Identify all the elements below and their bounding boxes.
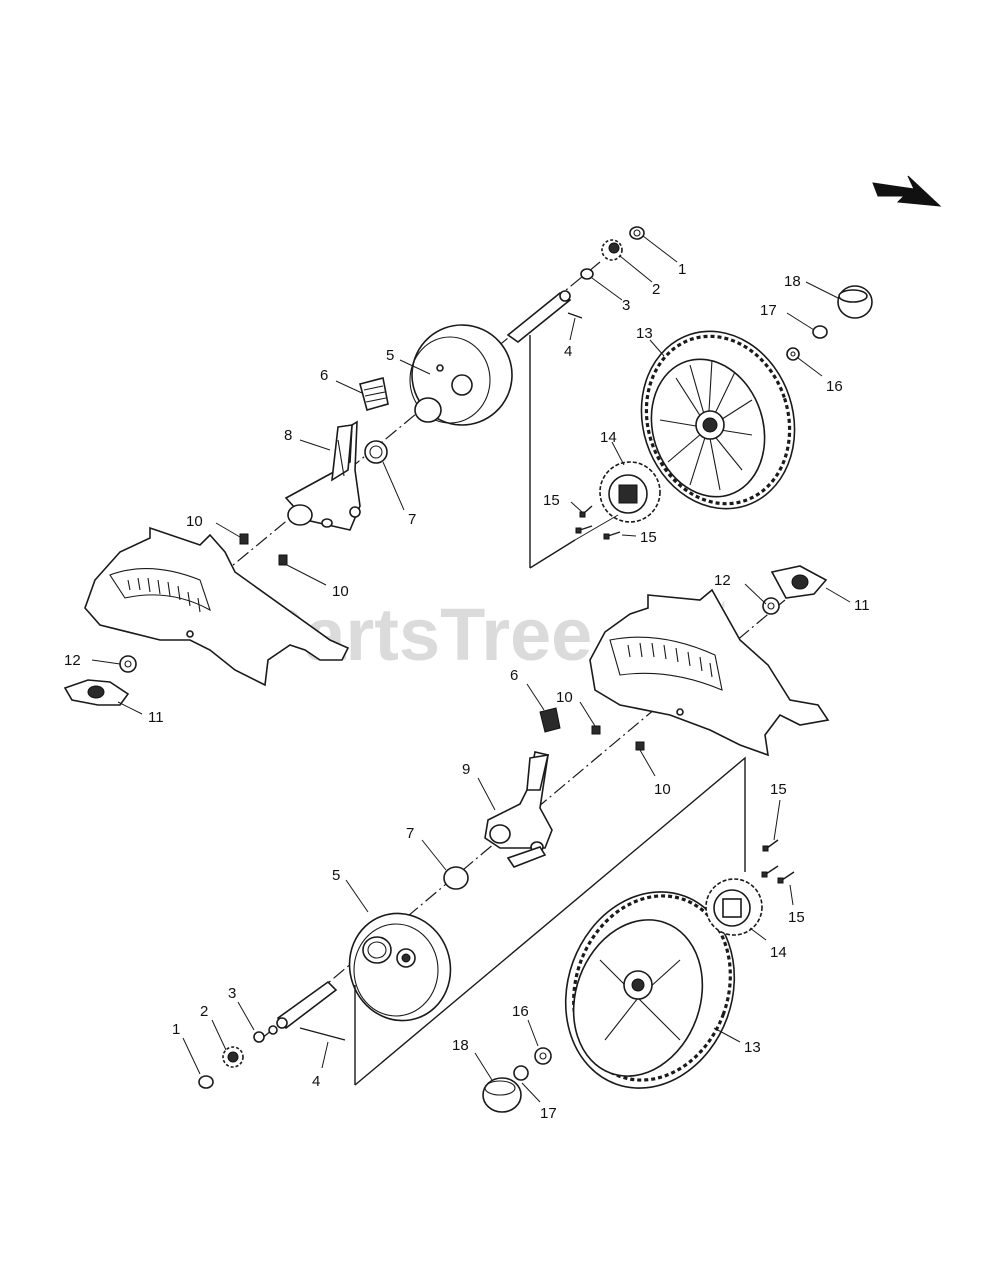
bushing-7-upper xyxy=(364,440,388,464)
callout-2: 2 xyxy=(652,281,660,298)
callout-4: 4 xyxy=(564,343,572,360)
height-lever-8-upper xyxy=(284,420,361,531)
bracket-11-upper xyxy=(63,679,130,706)
retaining-ring-1-lower xyxy=(198,1075,214,1089)
callout-4: 4 xyxy=(312,1073,320,1090)
side-plate-lower xyxy=(589,588,830,757)
callout-9: 9 xyxy=(462,761,470,778)
assembly-line-upper xyxy=(529,335,576,569)
drive-gear-14-lower xyxy=(705,878,763,936)
callout-1: 1 xyxy=(678,261,686,278)
callout-15: 15 xyxy=(788,909,805,926)
arrow-icon xyxy=(872,175,942,207)
callout-1: 1 xyxy=(172,1021,180,1038)
callout-7: 7 xyxy=(406,825,414,842)
drive-gear-14-upper xyxy=(599,461,661,523)
assembly-line-lower xyxy=(354,756,746,1086)
nut-17-lower xyxy=(513,1065,529,1081)
pawl-6-lower xyxy=(539,707,561,733)
washer-12-lower xyxy=(762,597,780,615)
pin-4-lower xyxy=(299,1027,346,1041)
callout-10: 10 xyxy=(332,583,349,600)
pin-4-upper xyxy=(567,312,583,319)
callout-13: 13 xyxy=(636,325,653,342)
callout-18: 18 xyxy=(784,273,801,290)
callout-16: 16 xyxy=(826,378,843,395)
callout-10: 10 xyxy=(654,781,671,798)
retaining-ring-1-upper xyxy=(629,226,645,240)
height-lever-9 xyxy=(484,751,553,868)
callout-5: 5 xyxy=(386,347,394,364)
callout-15: 15 xyxy=(770,781,787,798)
pinion-gear-2-lower xyxy=(222,1046,244,1068)
screw-15-upper-c xyxy=(603,531,621,540)
callout-15: 15 xyxy=(640,529,657,546)
callout-17: 17 xyxy=(540,1105,557,1122)
callout-11: 11 xyxy=(854,597,870,614)
drive-shaft-upper xyxy=(506,290,572,344)
screw-15-lower-a xyxy=(762,839,779,852)
callout-10: 10 xyxy=(186,513,203,530)
bolt-10-lower-b xyxy=(635,741,645,751)
callout-15: 15 xyxy=(543,492,560,509)
hub-cap-18-upper xyxy=(837,285,873,319)
callout-6: 6 xyxy=(320,367,328,384)
callout-8: 8 xyxy=(284,427,292,444)
bushing-7-lower xyxy=(443,866,469,890)
leader-lines xyxy=(91,235,851,1103)
wheel-13-lower xyxy=(564,891,736,1089)
callout-7: 7 xyxy=(408,511,416,528)
bolt-10-upper-b xyxy=(278,554,288,566)
washer-16-lower xyxy=(534,1047,552,1065)
callout-11: 11 xyxy=(148,709,164,726)
callout-5: 5 xyxy=(332,867,340,884)
screw-15-upper-a xyxy=(579,505,593,518)
side-plate-upper xyxy=(84,526,350,687)
bolt-10-upper-a xyxy=(239,533,249,545)
callout-17: 17 xyxy=(760,302,777,319)
washer-12-upper xyxy=(119,655,137,673)
bracket-11-lower xyxy=(770,565,828,599)
callout-16: 16 xyxy=(512,1003,529,1020)
cover-plate-5-upper xyxy=(409,324,513,426)
callout-3: 3 xyxy=(622,297,630,314)
callout-12: 12 xyxy=(714,572,731,589)
callout-2: 2 xyxy=(200,1003,208,1020)
hub-cap-18-lower xyxy=(482,1077,522,1113)
wheel-13-upper xyxy=(640,330,796,510)
callout-12: 12 xyxy=(64,652,81,669)
drive-shaft-lower xyxy=(276,980,338,1030)
screw-15-lower-c xyxy=(777,871,795,884)
pinion-gear-2-upper xyxy=(601,239,623,261)
callout-14: 14 xyxy=(770,944,787,961)
callout-14: 14 xyxy=(600,429,617,446)
callout-13: 13 xyxy=(744,1039,761,1056)
bolt-10-lower-a xyxy=(591,725,601,735)
screw-15-upper-b xyxy=(575,525,593,534)
callout-10: 10 xyxy=(556,689,573,706)
callout-6: 6 xyxy=(510,667,518,684)
screw-15-lower-b xyxy=(761,865,779,878)
washer-16-upper xyxy=(786,347,800,361)
callout-3: 3 xyxy=(228,985,236,1002)
washer-3-lower xyxy=(253,1025,278,1043)
nut-17-upper xyxy=(812,325,828,339)
washer-3-upper xyxy=(580,268,594,280)
pawl-6-upper xyxy=(359,377,389,411)
callout-18: 18 xyxy=(452,1037,469,1054)
cover-plate-5-lower xyxy=(348,912,452,1022)
